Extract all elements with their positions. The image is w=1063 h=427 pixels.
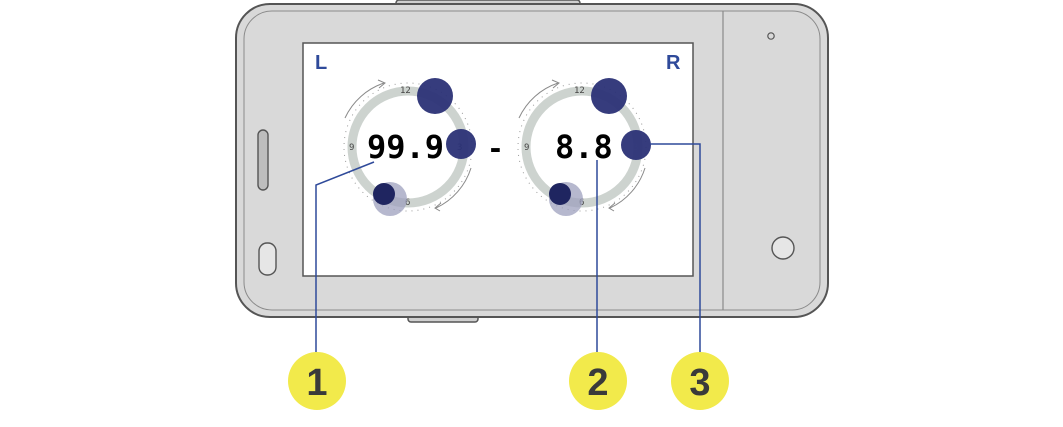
callout-2: 2	[569, 352, 627, 410]
callout-number-3: 3	[689, 362, 710, 404]
phone-body-inner	[243, 10, 821, 311]
value-separator: -	[487, 132, 504, 165]
left-touch-dot-bottom	[373, 183, 395, 205]
left-rotate-arrow-bottom-head	[434, 202, 442, 212]
callout-badge-2	[569, 352, 627, 410]
left-tick-6: 6	[405, 198, 410, 208]
left-touch-dot-right	[446, 129, 476, 159]
left-rotate-arrow-top-head	[377, 79, 386, 89]
right-value-readout: 8.8	[555, 128, 613, 166]
callout-badge-3	[671, 352, 729, 410]
left-rotate-arrow-top	[344, 82, 385, 119]
leader-line-1	[315, 161, 375, 352]
left-tick-12: 12	[400, 86, 411, 96]
callout-1: 1	[288, 352, 346, 410]
right-touch-dot-bottom	[549, 183, 571, 205]
left-label: L	[315, 52, 327, 74]
left-value-readout: 99.9	[367, 128, 444, 166]
callout-number-1: 1	[306, 362, 327, 404]
callout-3: 3	[671, 352, 729, 410]
left-rotate-arrow-bottom	[435, 167, 472, 209]
right-dial: 12 3 6 9 8.8	[517, 78, 651, 216]
left-tick-9: 9	[349, 143, 354, 153]
camera-icon	[767, 32, 775, 40]
callout-number-2: 2	[587, 362, 608, 404]
right-touch-dot-right	[621, 130, 651, 160]
left-touch-dot-top	[417, 78, 453, 114]
right-tick-12: 12	[574, 86, 585, 96]
side-key[interactable]	[258, 242, 277, 276]
right-tick-9: 9	[524, 143, 529, 153]
right-rotate-arrow-bottom-head	[608, 202, 616, 212]
speaker-slot	[257, 129, 269, 191]
screen	[302, 42, 694, 277]
right-touch-dot-top	[591, 78, 627, 114]
leader-line-3	[650, 143, 701, 352]
callout-badge-1	[288, 352, 346, 410]
right-rotate-arrow-top	[518, 82, 559, 119]
right-rotate-arrow-bottom	[609, 167, 646, 209]
right-label: R	[666, 52, 681, 74]
right-rotate-arrow-top-head	[551, 79, 560, 89]
home-button[interactable]	[771, 236, 795, 260]
left-dial: 12 3 6 9 99.9	[343, 78, 476, 216]
